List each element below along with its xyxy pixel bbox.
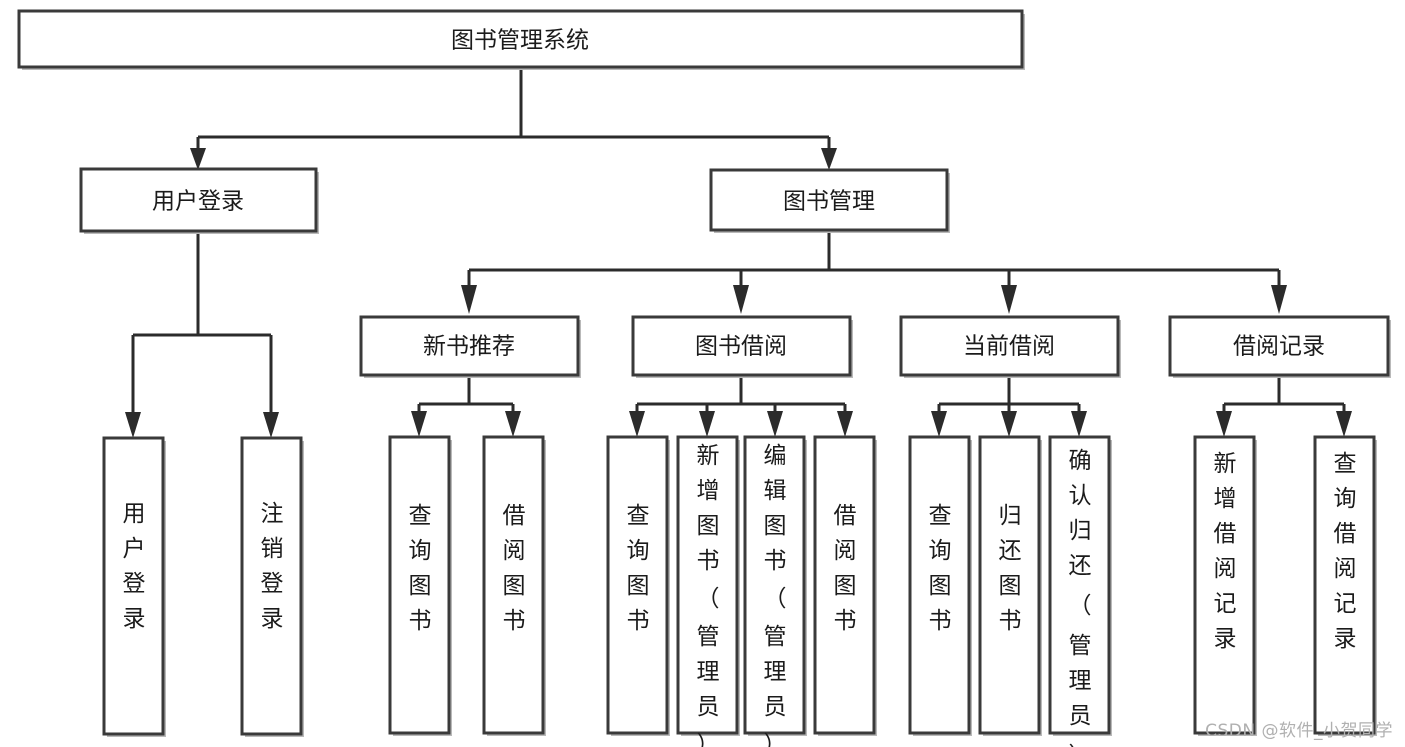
arrow-leaf-borrow-book-2 xyxy=(837,411,853,437)
node-root-label: 图书管理系统 xyxy=(451,28,589,54)
arrow-leaf-confirm-return xyxy=(1071,411,1087,437)
leaf-return-book[interactable]: 归还图书 xyxy=(978,435,1042,736)
leaf-query-record[interactable]: 查询借阅记录 xyxy=(1313,435,1377,736)
leaf-user-login-label: 用户登录 xyxy=(123,501,146,632)
node-book-borrow[interactable]: 图书借阅 xyxy=(631,315,853,378)
leaf-logout[interactable]: 注销登录 xyxy=(240,436,304,737)
leaf-logout-label: 注销登录 xyxy=(261,501,284,632)
node-user-login[interactable]: 用户登录 xyxy=(79,167,319,234)
leaf-query-record-label: 查询借阅记录 xyxy=(1334,451,1357,652)
leaf-edit-book[interactable]: 编辑图书（管理员） xyxy=(743,435,807,747)
node-current-borrow[interactable]: 当前借阅 xyxy=(899,315,1121,378)
leaf-confirm-return[interactable]: 确认归还（管理员） xyxy=(1048,435,1112,747)
leaf-add-book-label: 新增图书（管理员） xyxy=(697,443,720,747)
node-borrow-record[interactable]: 借阅记录 xyxy=(1168,315,1391,378)
leaf-return-book-label: 归还图书 xyxy=(999,503,1022,634)
node-new-book-recommend-label: 新书推荐 xyxy=(423,334,515,360)
leaf-add-book[interactable]: 新增图书（管理员） xyxy=(676,435,740,747)
leaf-query-book-2[interactable]: 查询图书 xyxy=(606,435,670,736)
connectors xyxy=(125,67,1352,438)
arrow-leaf-query-book-3 xyxy=(931,411,947,437)
arrow-new-book-recommend xyxy=(461,285,477,314)
leaf-query-book-3-label: 查询图书 xyxy=(929,503,952,634)
arrow-leaf-user-login xyxy=(125,412,141,438)
leaf-borrow-book-2[interactable]: 借阅图书 xyxy=(813,435,877,736)
arrow-borrow-record xyxy=(1271,285,1287,314)
node-book-management[interactable]: 图书管理 xyxy=(709,168,950,233)
node-borrow-record-label: 借阅记录 xyxy=(1233,334,1325,360)
arrow-user-login xyxy=(190,148,206,170)
node-current-borrow-label: 当前借阅 xyxy=(963,334,1055,360)
leaf-add-record-label: 新增借阅记录 xyxy=(1214,451,1237,652)
node-book-management-label: 图书管理 xyxy=(783,189,875,215)
leaf-borrow-book-1[interactable]: 借阅图书 xyxy=(482,435,546,736)
arrow-leaf-borrow-book-1 xyxy=(505,411,521,437)
arrow-current-borrow xyxy=(1001,285,1017,314)
arrow-leaf-query-book-1 xyxy=(411,411,427,437)
node-user-login-label: 用户登录 xyxy=(152,189,244,215)
arrow-leaf-query-record xyxy=(1336,411,1352,437)
arrow-leaf-return-book xyxy=(1001,411,1017,437)
node-book-borrow-label: 图书借阅 xyxy=(695,334,787,360)
arrow-leaf-add-record xyxy=(1216,411,1232,437)
leaf-user-login[interactable]: 用户登录 xyxy=(102,436,166,737)
leaf-query-book-2-label: 查询图书 xyxy=(627,503,650,634)
arrow-leaf-edit-book xyxy=(767,411,783,437)
leaf-confirm-return-label: 确认归还（管理员） xyxy=(1069,448,1092,747)
arrow-leaf-query-book-2 xyxy=(629,411,645,437)
leaf-add-record[interactable]: 新增借阅记录 xyxy=(1193,435,1257,736)
arrow-leaf-add-book xyxy=(699,411,715,437)
node-root[interactable]: 图书管理系统 xyxy=(17,9,1025,70)
node-new-book-recommend[interactable]: 新书推荐 xyxy=(359,315,581,378)
arrow-leaf-logout xyxy=(263,412,279,438)
arrow-book-management xyxy=(821,148,837,170)
leaf-query-book-1-label: 查询图书 xyxy=(409,503,432,634)
leaf-borrow-book-2-label: 借阅图书 xyxy=(834,503,857,634)
leaf-borrow-book-1-label: 借阅图书 xyxy=(503,503,526,634)
leaf-edit-book-label: 编辑图书（管理员） xyxy=(764,443,787,747)
leaf-query-book-3[interactable]: 查询图书 xyxy=(908,435,972,736)
leaf-query-book-1[interactable]: 查询图书 xyxy=(388,435,452,736)
arrow-book-borrow xyxy=(733,285,749,314)
